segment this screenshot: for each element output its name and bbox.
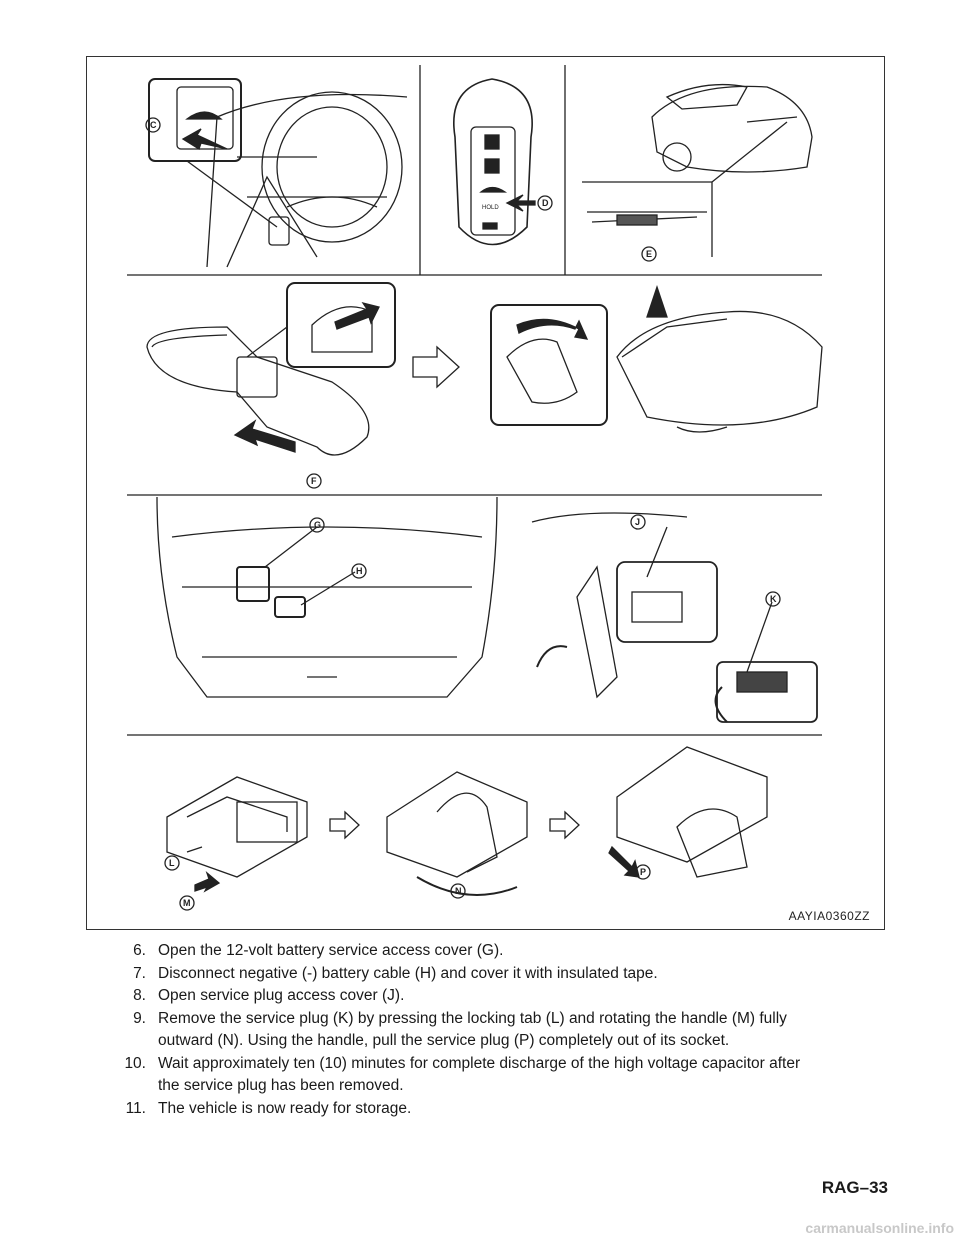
- callout-m: M: [183, 898, 191, 908]
- callout-labels: C D E F G H J K L M N P: [145, 117, 781, 911]
- callout-d: D: [542, 198, 549, 208]
- callout-j: H: [356, 566, 363, 576]
- service-plug-step3: [608, 746, 768, 878]
- step-9: 9.Remove the service plug (K) by pressin…: [133, 1009, 787, 1027]
- battery-compartment-drawing: [531, 512, 818, 723]
- service-plug-step1: [166, 776, 308, 893]
- step-10: 10.Wait approximately ten (10) minutes f…: [124, 1054, 801, 1072]
- step-7: 7.Disconnect negative (-) battery cable …: [133, 964, 658, 982]
- trunk-switch-inset: [148, 78, 278, 228]
- callout-f: F: [311, 476, 317, 486]
- service-plug-step2: [386, 771, 528, 896]
- callout-h: J: [635, 517, 640, 527]
- figure-code: AAYIA0360ZZ: [788, 909, 870, 923]
- step-9-continued: outward (N). Using the handle, pull the …: [158, 1032, 730, 1049]
- step-6: 6.Open the 12-volt battery service acces…: [133, 942, 504, 959]
- arrow-right-outline: [412, 345, 460, 389]
- arrow-right-outline: [549, 810, 580, 840]
- key-turn-inset: [490, 304, 608, 426]
- svg-text:HOLD: HOLD: [482, 205, 499, 211]
- step-11: 11.The vehicle is now ready for storage.: [125, 1099, 412, 1117]
- step-8: 8.Open service plug access cover (J).: [133, 987, 405, 1004]
- callout-k: K: [770, 594, 777, 604]
- arrow-right-outline: [329, 810, 360, 840]
- callout-c: C: [150, 120, 157, 130]
- dashboard-drawing: [206, 91, 408, 268]
- callout-g: G: [314, 520, 321, 530]
- car-trunk-open-drawing: [616, 284, 823, 433]
- key-fob-drawing: HOLD: [453, 78, 536, 246]
- callout-n: N: [455, 886, 462, 896]
- step-10-continued: the service plug has been removed.: [158, 1077, 404, 1094]
- service-plug-illustration: HOLD: [86, 56, 885, 930]
- illustration-drawing: HOLD: [127, 65, 823, 911]
- trunk-interior-drawing: [156, 496, 498, 698]
- callout-l: L: [169, 858, 175, 868]
- mechanical-key-drawing: [146, 282, 396, 456]
- watermark: carmanualsonline.info: [805, 1220, 954, 1236]
- procedure-steps: 6.Open the 12-volt battery service acces…: [100, 940, 860, 1120]
- page-code: RAG–33: [821, 1178, 888, 1197]
- car-rear-drawing: [582, 83, 813, 257]
- callout-p: P: [640, 867, 646, 877]
- callout-e: E: [646, 249, 652, 259]
